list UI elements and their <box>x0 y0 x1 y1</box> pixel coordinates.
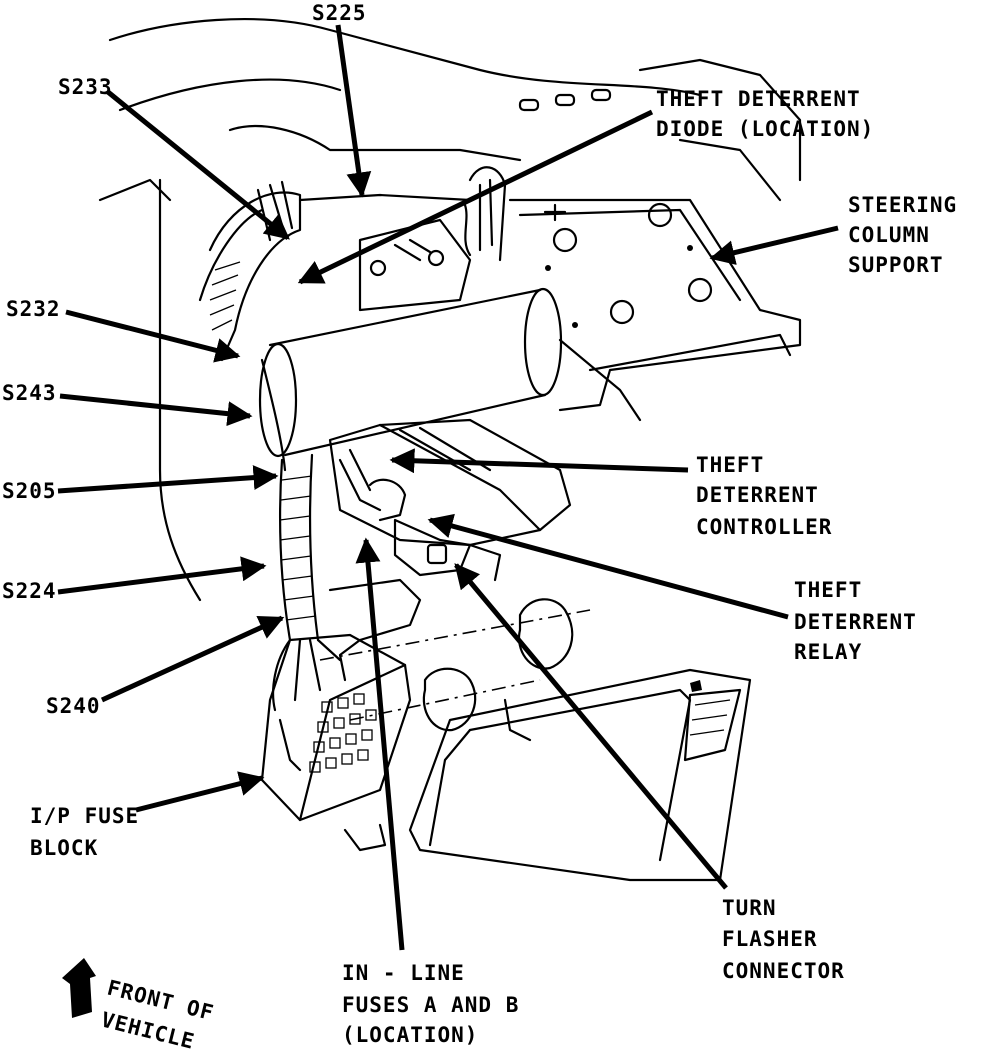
dashboard-line-art <box>98 18 802 882</box>
label-flasher-line2: FLASHER <box>722 927 818 951</box>
pointer-relay <box>427 513 789 620</box>
front-of-vehicle-indicator: FRONT OF VEHICLE <box>62 958 217 1054</box>
label-s232: S232 <box>6 297 61 321</box>
label-s233: S233 <box>58 75 113 99</box>
label-controller-line1: THEFT <box>696 453 764 477</box>
label-inline-line1: IN - LINE <box>342 961 465 985</box>
label-flasher-line1: TURN <box>722 896 777 920</box>
label-fuse-block-line1: I/P FUSE <box>30 804 139 828</box>
callout-pointers <box>57 24 839 951</box>
label-s205: S205 <box>2 479 57 503</box>
pointer-s233 <box>106 90 290 240</box>
pointer-s224 <box>57 556 267 595</box>
label-inline-line3: (LOCATION) <box>342 1023 478 1047</box>
label-controller-line2: DETERRENT <box>696 483 819 507</box>
label-s224: S224 <box>2 579 57 603</box>
label-s243: S243 <box>2 381 57 405</box>
label-steering-line3: SUPPORT <box>848 253 944 277</box>
label-s225: S225 <box>312 1 367 25</box>
pointer-steering-support <box>709 225 839 265</box>
label-s240: S240 <box>46 694 101 718</box>
pointer-s225 <box>335 24 372 198</box>
label-theft-diode-line1: THEFT DETERRENT <box>656 87 861 111</box>
pointer-fuse-block <box>135 771 265 813</box>
pointer-s243 <box>59 393 253 427</box>
label-theft-diode-line2: DIODE (LOCATION) <box>656 117 874 141</box>
label-steering-line2: COLUMN <box>848 223 930 247</box>
label-relay-line1: THEFT <box>794 578 862 602</box>
pointer-inline-fuses <box>355 537 405 951</box>
label-relay-line3: RELAY <box>794 640 862 664</box>
label-inline-line2: FUSES A AND B <box>342 993 519 1017</box>
pointer-controller <box>389 448 689 474</box>
front-of-vehicle-arrow-icon <box>62 958 96 1018</box>
label-flasher-line3: CONNECTOR <box>722 959 845 983</box>
fuse-grid <box>309 693 377 773</box>
callout-labels: S225 S233 THEFT DETERRENT DIODE (LOCATIO… <box>2 1 957 1047</box>
label-fuse-block-line2: BLOCK <box>30 836 98 860</box>
label-steering-line1: STEERING <box>848 193 957 217</box>
pointer-theft-diode <box>297 109 654 285</box>
pointer-s240 <box>100 615 285 703</box>
pointer-s205 <box>57 465 279 494</box>
pointer-s232 <box>65 309 241 363</box>
pointer-flasher <box>454 563 728 890</box>
label-controller-line3: CONTROLLER <box>696 515 832 539</box>
label-relay-line2: DETERRENT <box>794 610 917 634</box>
